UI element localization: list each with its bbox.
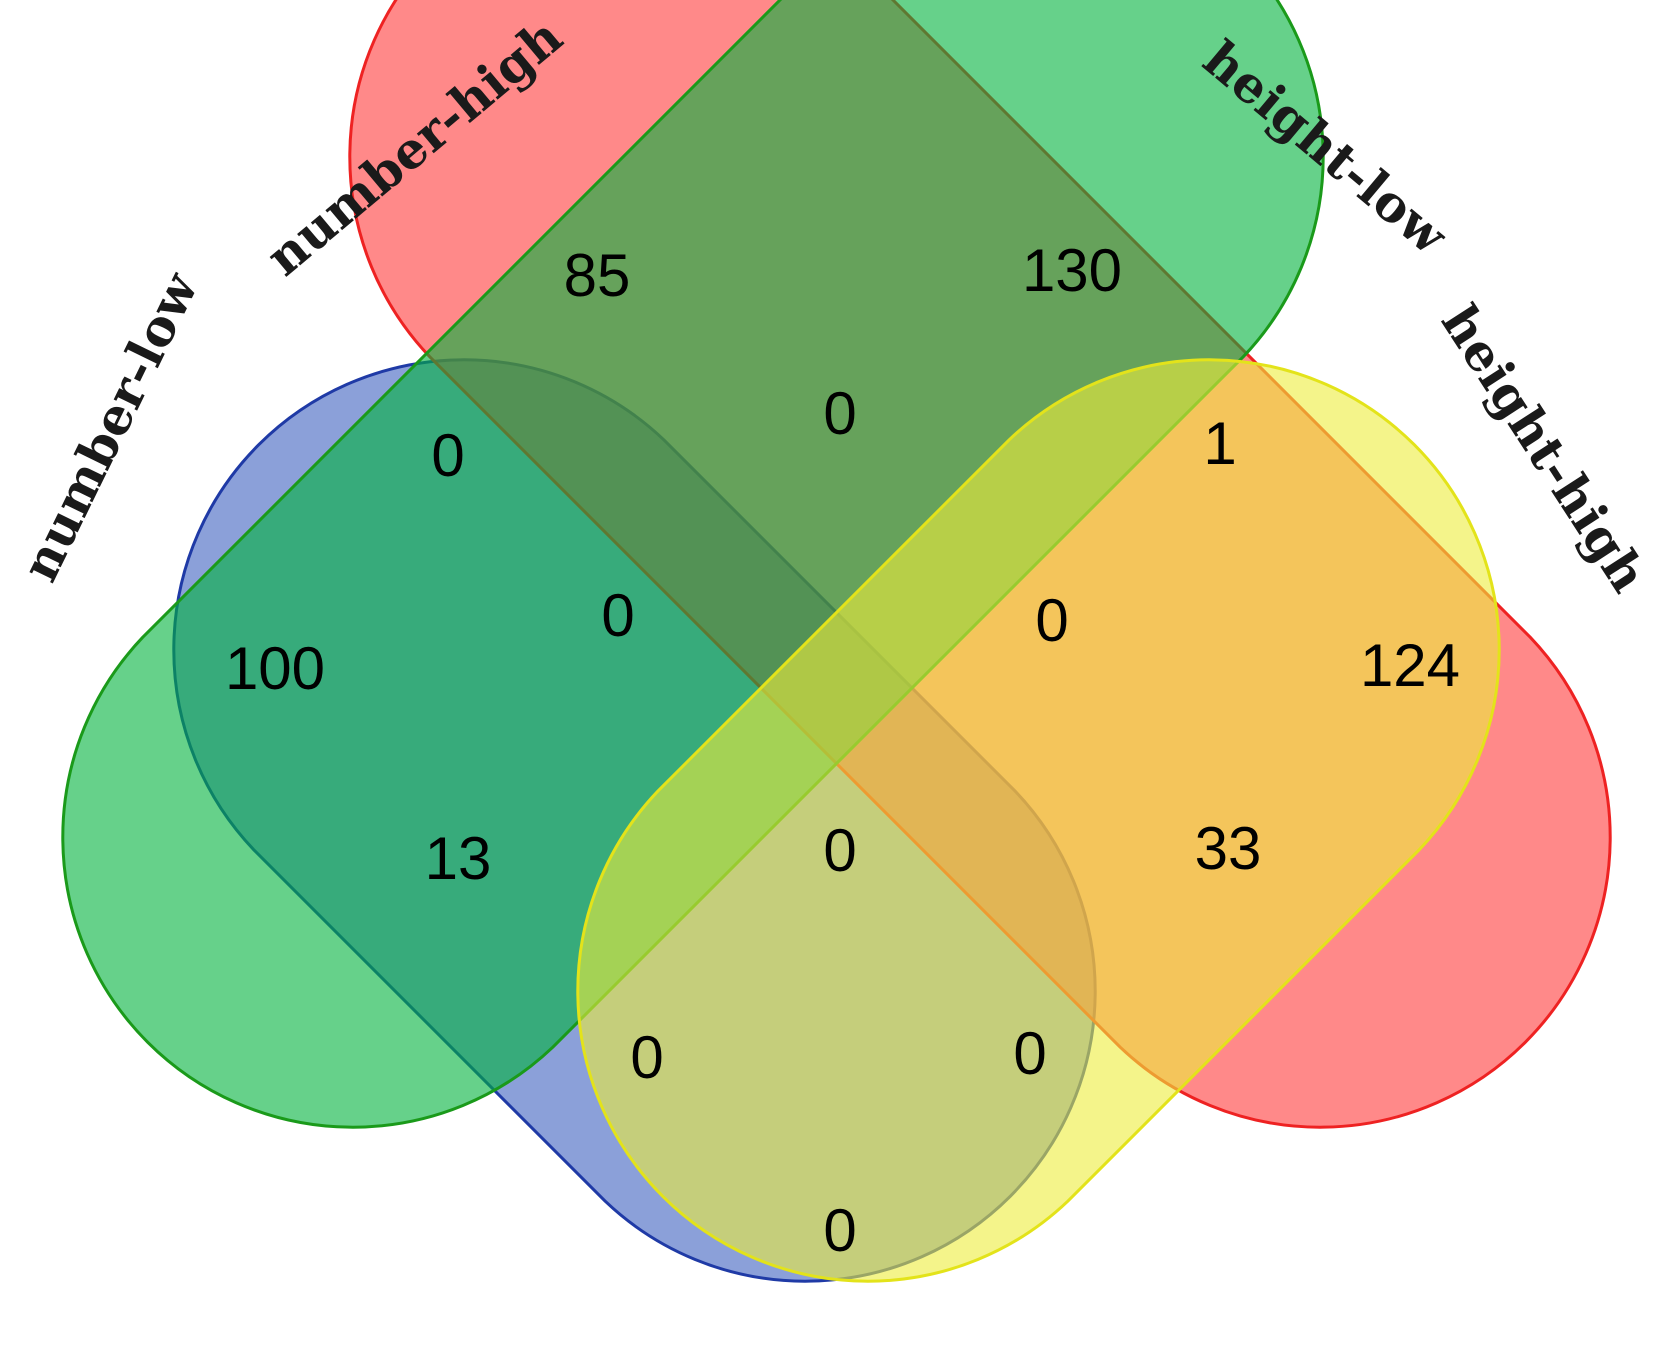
count-number-low-only: 100 [225,635,325,702]
set-label-number-low: number-low [10,262,211,591]
count-all-four: 0 [823,817,856,884]
count-nh-hh: 33 [1195,815,1262,882]
count-nl-hl-hh: 0 [630,1024,663,1091]
count-height-high-only: 124 [1360,632,1460,699]
count-height-low-only: 130 [1022,237,1122,304]
count-nl-nh-hh: 0 [1013,1020,1046,1087]
count-nl-nh: 0 [431,422,464,489]
count-nh-hl: 0 [823,380,856,447]
count-nl-hl: 13 [425,825,492,892]
count-hl-hh: 1 [1203,410,1236,477]
count-nh-hl-hh: 0 [1035,587,1068,654]
venn-shapes [61,0,1612,1283]
set-height-low-shape [61,0,1325,1129]
count-nl-hh: 0 [823,1197,856,1264]
region-counts: 100 85 130 124 0 0 1 13 33 0 0 0 0 0 0 [225,237,1460,1264]
count-nl-nh-hl: 0 [601,582,634,649]
count-number-high-only: 85 [564,242,631,309]
set-height-high-shape [576,358,1501,1283]
